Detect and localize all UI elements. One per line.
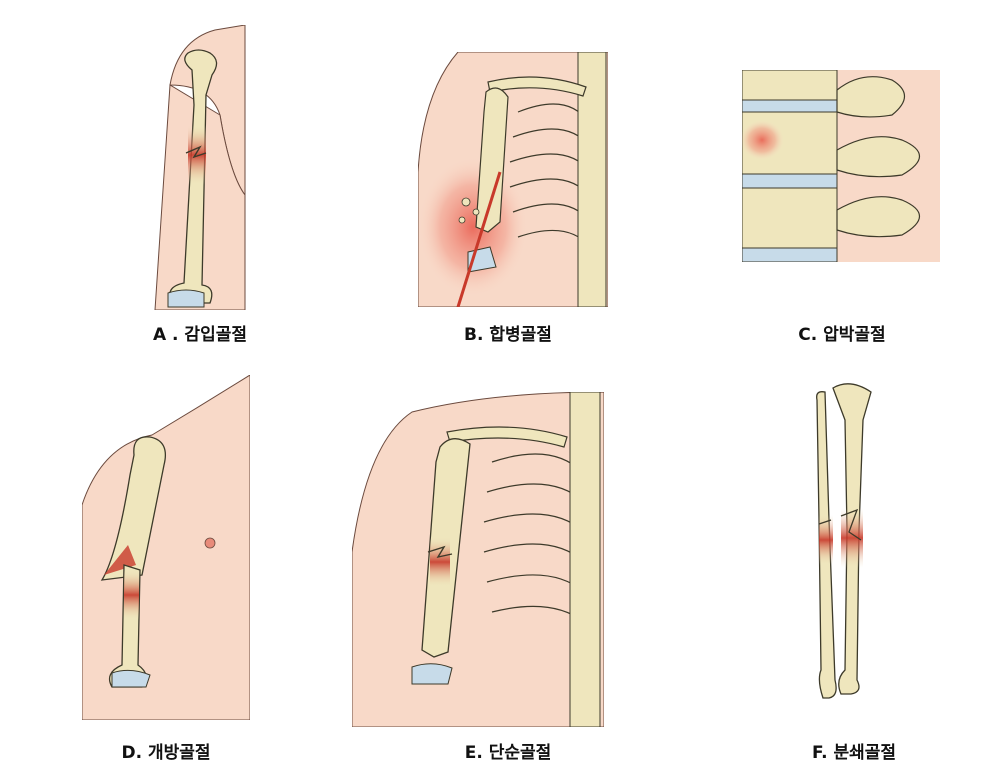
panel-a-illustration <box>150 25 250 310</box>
caption-a: A . 감입골절 <box>152 325 247 345</box>
caption-b: B. 합병골절 <box>464 325 552 345</box>
panel-c-illustration <box>742 70 940 262</box>
panel-e-illustration <box>352 392 604 727</box>
caption-f: F. 분쇄골절 <box>811 743 897 763</box>
caption-e: E. 단순골절 <box>464 743 552 763</box>
panel-b-illustration <box>418 52 608 307</box>
panel-f-illustration <box>805 380 877 705</box>
panel-d-illustration <box>82 375 250 720</box>
caption-c: C. 압박골절 <box>798 325 886 345</box>
caption-d: D. 개방골절 <box>121 743 211 763</box>
